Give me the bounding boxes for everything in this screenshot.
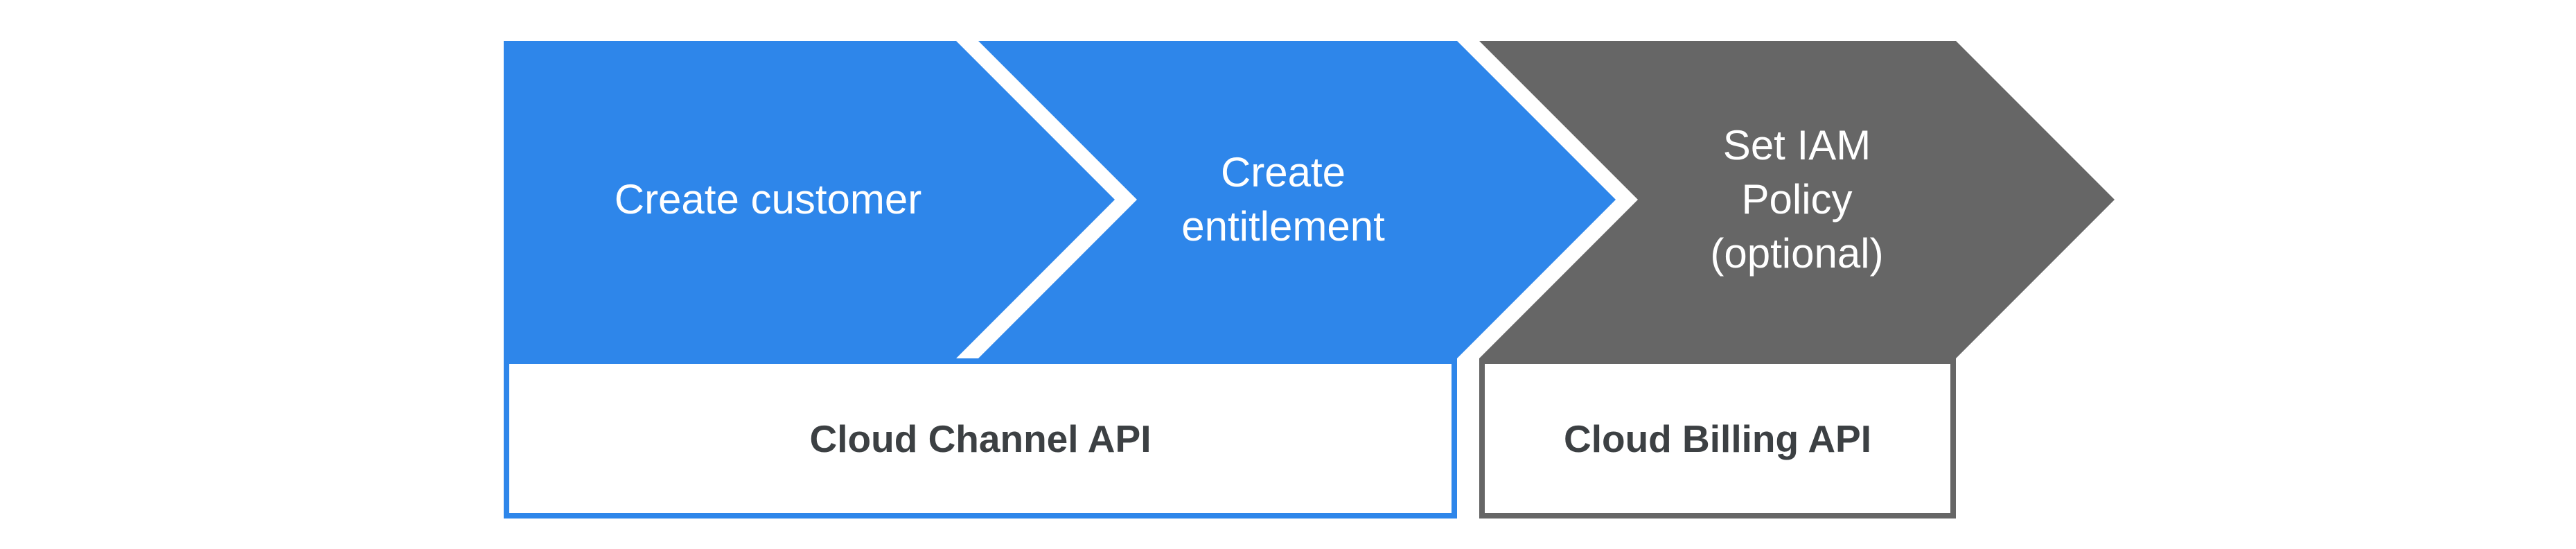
chevron-arrow-set-iam-policy bbox=[1479, 41, 2115, 358]
cloud-billing-api-box: Cloud Billing API bbox=[1479, 358, 1956, 518]
cloud-billing-api-label: Cloud Billing API bbox=[1563, 417, 1872, 460]
chevron-arrow-create-customer bbox=[504, 41, 1115, 358]
cloud-channel-api-box: Cloud Channel API bbox=[504, 358, 1457, 518]
cloud-channel-api-label: Cloud Channel API bbox=[809, 417, 1152, 460]
chevron-arrow-create-entitlement bbox=[978, 41, 1616, 358]
